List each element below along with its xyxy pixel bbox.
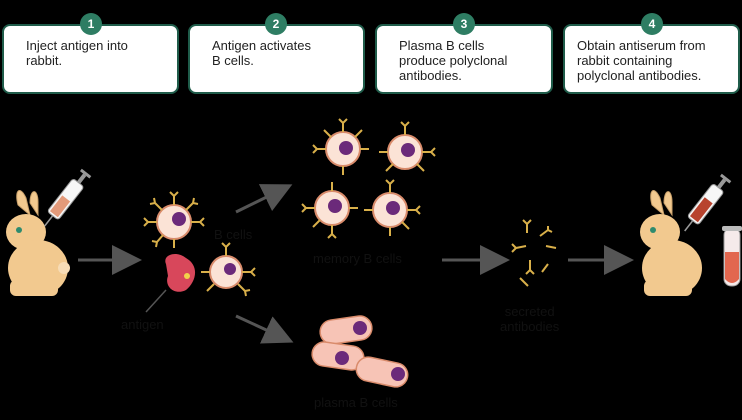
plasma-b-cells-label: plasma B cells: [314, 395, 398, 410]
b-cells-label: B cells: [214, 227, 253, 242]
step-3-text: Plasma B cells produce polyclonal antibo…: [399, 38, 508, 83]
arrow-to-plasma: [235, 314, 294, 344]
syringe-right-icon: [684, 173, 732, 232]
antigen-label: antigen: [121, 317, 164, 332]
memory-b-cells-label: memory B cells: [313, 251, 402, 266]
syringe-left-icon: [44, 168, 92, 227]
step-1-text: Inject antigen into rabbit.: [26, 38, 128, 68]
rabbit-right-icon: [640, 190, 702, 296]
plasma-b-cell-icon: [311, 315, 409, 388]
step-2-badge: 2: [265, 13, 287, 35]
step-box-3: Plasma B cells produce polyclonal antibo…: [375, 24, 553, 94]
arrow-to-memory: [235, 184, 293, 214]
step-box-1: Inject antigen into rabbit.: [2, 24, 179, 94]
step-4-badge: 4: [641, 13, 663, 35]
step-box-2: Antigen activates B cells.: [188, 24, 365, 94]
test-tube-icon: [722, 226, 742, 287]
antigen-icon: [165, 253, 196, 292]
secreted-antibodies-label: secreted antibodies: [500, 304, 560, 334]
antibody-icon: [511, 219, 557, 287]
step-1-badge: 1: [80, 13, 102, 35]
step-box-4: Obtain antiserum from rabbit containing …: [563, 24, 740, 94]
b-cell-top-icon: [143, 191, 205, 248]
step-3-badge: 3: [453, 13, 475, 35]
rabbit-left-icon: [6, 190, 70, 296]
b-cell-right-icon: [201, 242, 256, 297]
step-2-text: Antigen activates B cells.: [212, 38, 312, 68]
step-4-text: Obtain antiserum from rabbit containing …: [577, 38, 706, 83]
